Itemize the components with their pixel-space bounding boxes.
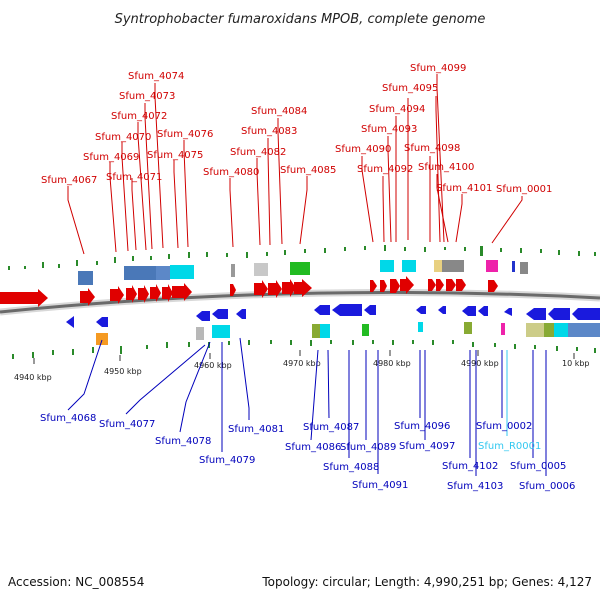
reverse-annotations [96, 322, 600, 345]
gene-label-sfum-4076[interactable]: Sfum_4076 [157, 129, 213, 140]
top-leaders [67, 74, 523, 255]
gc-skew-bottom [12, 340, 596, 359]
gene-label-sfum-4079[interactable]: Sfum_4079 [199, 455, 255, 466]
accession-text: Accession: NC_008554 [8, 575, 144, 589]
gene-label-sfum-4069[interactable]: Sfum_4069 [83, 152, 139, 163]
gene-label-sfum-4077[interactable]: Sfum_4077 [99, 419, 155, 430]
gene-label-sfum-4098[interactable]: Sfum_4098 [404, 143, 460, 154]
gene-label-sfum-4094[interactable]: Sfum_4094 [369, 104, 425, 115]
gc-skew-top [8, 245, 596, 270]
tick-label: 4940 kbp [14, 373, 52, 382]
gene-label-sfum-4099[interactable]: Sfum_4099 [410, 63, 466, 74]
gene-label-sfum-4101[interactable]: Sfum_4101 [436, 183, 492, 194]
gene-label-sfum-4073[interactable]: Sfum_4073 [119, 91, 175, 102]
map-title: Syntrophobacter fumaroxidans MPOB, compl… [115, 12, 486, 27]
gene-label-sfum-4085[interactable]: Sfum_4085 [280, 165, 336, 176]
gene-label-sfum-4083[interactable]: Sfum_4083 [241, 126, 297, 137]
bottom-leaders [67, 337, 547, 476]
gene-label-sfum-4075[interactable]: Sfum_4075 [147, 150, 203, 161]
tick-label: 4980 kbp [373, 359, 411, 368]
forward-annotations [78, 260, 528, 285]
tick-label: 10 kbp [562, 359, 590, 368]
reverse-genes [66, 304, 600, 328]
genome-summary-text: Topology: circular; Length: 4,990,251 bp… [261, 575, 592, 589]
gene-label-sfum-4100[interactable]: Sfum_4100 [418, 162, 474, 173]
tick-label: 4950 kbp [104, 367, 142, 376]
gene-label-sfum-4092[interactable]: Sfum_4092 [357, 164, 413, 175]
gene-label-sfum-4090[interactable]: Sfum_4090 [335, 144, 391, 155]
gene-label-sfum-0002[interactable]: Sfum_0002 [476, 421, 532, 432]
gene-label-sfum-4089[interactable]: Sfum_4089 [340, 442, 396, 453]
tick-label: 4970 kbp [283, 359, 321, 368]
gene-label-sfum-0001[interactable]: Sfum_0001 [496, 184, 552, 195]
scale-ticks [33, 350, 575, 364]
gene-label-sfum-4088[interactable]: Sfum_4088 [323, 462, 379, 473]
gene-label-sfum-4081[interactable]: Sfum_4081 [228, 424, 284, 435]
gene-label-sfum-4102[interactable]: Sfum_4102 [442, 461, 498, 472]
tick-label: 4960 kbp [194, 361, 232, 370]
gene-label-sfum-4095[interactable]: Sfum_4095 [382, 83, 438, 94]
gene-label-sfum-4082[interactable]: Sfum_4082 [230, 147, 286, 158]
gene-label-sfum-4097[interactable]: Sfum_4097 [399, 441, 455, 452]
gene-label-sfum-4084[interactable]: Sfum_4084 [251, 106, 307, 117]
gene-label-sfum-0006[interactable]: Sfum_0006 [519, 481, 575, 492]
tick-label: 4990 kbp [461, 359, 499, 368]
gene-label-sfum-4068[interactable]: Sfum_4068 [40, 413, 96, 424]
gene-label-sfum-4096[interactable]: Sfum_4096 [394, 421, 450, 432]
gene-label-sfum-4070[interactable]: Sfum_4070 [95, 132, 151, 143]
gene-label-sfum-r0001[interactable]: Sfum_R0001 [478, 441, 541, 452]
gene-label-sfum-4067[interactable]: Sfum_4067 [41, 175, 97, 186]
gene-label-sfum-4087[interactable]: Sfum_4087 [303, 422, 359, 433]
gene-label-sfum-4080[interactable]: Sfum_4080 [203, 167, 259, 178]
gene-label-sfum-4091[interactable]: Sfum_4091 [352, 480, 408, 491]
forward-genes [0, 276, 498, 307]
gene-label-sfum-4103[interactable]: Sfum_4103 [447, 481, 503, 492]
gene-label-sfum-4072[interactable]: Sfum_4072 [111, 111, 167, 122]
gene-label-sfum-4093[interactable]: Sfum_4093 [361, 124, 417, 135]
gene-label-sfum-4078[interactable]: Sfum_4078 [155, 436, 211, 447]
gene-label-sfum-0005[interactable]: Sfum_0005 [510, 461, 566, 472]
gene-label-sfum-4074[interactable]: Sfum_4074 [128, 71, 184, 82]
gene-label-sfum-4071[interactable]: Sfum_4071 [106, 172, 162, 183]
gene-label-sfum-4086[interactable]: Sfum_4086 [285, 442, 341, 453]
